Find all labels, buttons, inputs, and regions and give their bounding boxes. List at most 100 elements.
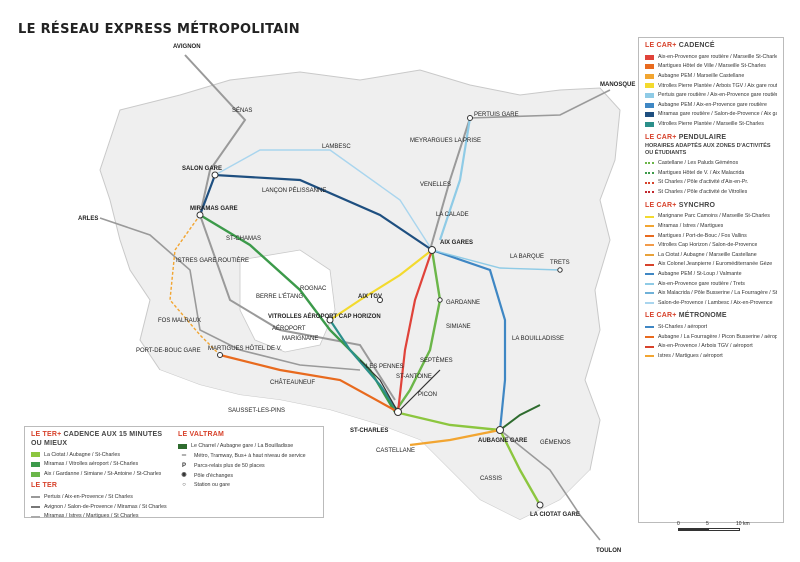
- legend-label: Aubagne PEM / Marseille Castellane: [658, 72, 745, 79]
- legend-label: Aix Colonel Jeanpierre / Euroméditerrané…: [658, 261, 773, 268]
- legend-item: Salon-de-Provence / Lambesc / Aix-en-Pro…: [645, 300, 777, 307]
- legend-swatch: [645, 54, 654, 60]
- legend-label: Aix-en-Provence gare routière / Trets: [658, 280, 745, 287]
- station-miramas[interactable]: [196, 211, 204, 219]
- legend-item: St-Charles / aéroport: [645, 324, 777, 331]
- legend-ter-title: LE TER: [31, 482, 58, 490]
- station-ciotat[interactable]: [536, 501, 544, 509]
- car-vitrolles-aix: [329, 249, 433, 321]
- label-meyrargues: MEYRARGUES LA PRISE: [410, 138, 481, 144]
- legend-swatch: [645, 73, 654, 79]
- label-aeroport: AÉROPORT: [272, 325, 306, 332]
- ter-toulon-line: [499, 429, 601, 541]
- label-venelles: VENELLES: [420, 182, 451, 188]
- legend-label: Parcs-relais plus de 50 places: [194, 462, 265, 469]
- legend-swatch: [645, 254, 654, 257]
- legend-label: Vitrolles Pierre Plantée / Marseille St-…: [658, 121, 764, 128]
- legend-item: Aubagne PEM / St-Loup / Valmante: [645, 271, 777, 278]
- legend-label: La Ciotat / Aubagne / St-Charles: [44, 451, 120, 458]
- legend-item: La Ciotat / Aubagne / St-Charles: [31, 452, 170, 459]
- legend-label: Vitrolles Pierre Plantée / Arbois TGV / …: [658, 82, 777, 89]
- station-pertuis[interactable]: [467, 115, 473, 121]
- legend-item: La Ciotat / Aubagne / Marseille Castella…: [645, 252, 777, 259]
- label-septemes: SEPTÈMES: [420, 357, 453, 364]
- label-marignane: MARIGNANE: [282, 336, 318, 342]
- label-picon: PICON: [418, 392, 437, 398]
- label-castellane: CASTELLANE: [376, 448, 415, 454]
- car-aix-trets: [431, 249, 561, 271]
- label-salon: SALON GARE: [182, 166, 222, 172]
- legend-label: Métro, Tramway, Bus+ à haut niveau de se…: [194, 453, 306, 460]
- legend-swatch: [645, 162, 654, 165]
- label-cassis: CASSIS: [480, 476, 502, 482]
- legend-label: Pertuis gare routière / Aix-en-Provence …: [658, 92, 777, 99]
- ter-pertuis-line: [429, 117, 471, 251]
- label-senas: SÉNAS: [232, 107, 252, 114]
- etang-de-berre: [239, 249, 336, 353]
- legend-metronome-title: LE CAR+ MÉTRONOME: [645, 312, 727, 320]
- legend-item: Le Charrel / Aubagne gare / La Bouilladi…: [178, 443, 317, 450]
- label-bouilladisse: LA BOUILLADISSE: [512, 336, 564, 342]
- legend-swatch: [31, 515, 40, 518]
- scale-label-0: 0: [677, 521, 680, 527]
- label-sauset: SAUSSET-LES-PINS: [228, 408, 285, 414]
- legend-swatch: [31, 461, 40, 467]
- legend-item: Aix-en-Provence / Arbois TGV / aéroport: [645, 343, 777, 350]
- legend-item: Aix Colonel Jeanpierre / Euroméditerrané…: [645, 261, 777, 268]
- label-portdebouc: PORT-DE-BOUC GARE: [136, 348, 201, 354]
- legend-label: St Charles / Pôle d'activité de Vitrolle…: [658, 188, 748, 195]
- legend-label: Aubagne / La Fourragère / Picon Busserin…: [658, 333, 777, 340]
- legend-swatch: [645, 282, 654, 285]
- legend-item: Castellane / Les Paluds Géménos: [645, 160, 777, 167]
- label-simiane: SIMIANE: [446, 324, 471, 330]
- legend-item: Vitrolles Pierre Plantée / Arbois TGV / …: [645, 83, 777, 90]
- legend-item: Aix / Gardanne / Simiane / St-Antoine / …: [31, 471, 170, 478]
- legend-item: Aubagne / La Fourragère / Picon Busserin…: [645, 334, 777, 341]
- legend-item: St Charles / Pôle d'activité de Vitrolle…: [645, 189, 777, 196]
- legend-item: St Charles / Pôle d'activité d'Aix-en-Pr…: [645, 179, 777, 186]
- legend-swatch: [645, 64, 654, 70]
- legend-pendulaire: LE CAR+ PENDULAIRE HORAIRES ADAPTÉS AUX …: [645, 134, 777, 196]
- legend-pendulaire-subtitle: HORAIRES ADAPTÉS AUX ZONES D'ACTIVITÉS O…: [645, 143, 771, 157]
- station-martigues[interactable]: [217, 352, 223, 358]
- station-trets[interactable]: [557, 267, 563, 273]
- legend-label: Istres / Martigues / aéroport: [658, 352, 723, 359]
- label-toulon: TOULON: [596, 548, 621, 554]
- legend-label: Miramas / Vitrolles aéroport / St-Charle…: [44, 461, 139, 468]
- station-aix[interactable]: [428, 246, 436, 254]
- label-stchamas: ST-CHAMAS: [226, 236, 261, 242]
- station-vitrolles[interactable]: [326, 316, 334, 324]
- legend-item: Aubagne PEM / Marseille Castellane: [645, 73, 777, 80]
- legend-swatch: [645, 355, 654, 358]
- label-aix: AIX GARES: [440, 240, 473, 246]
- station-aixtgv[interactable]: [377, 297, 383, 303]
- legend-swatch: [645, 112, 654, 118]
- legend-ter: LE TER+ CADENCE AUX 15 MINUTES OU MIEUX …: [24, 426, 324, 519]
- car-salon-aix: [214, 149, 433, 251]
- legend-label: Station ou gare: [194, 482, 230, 489]
- label-pennes: LES PENNES: [366, 364, 404, 370]
- legend-label: Pôle d'échanges: [194, 472, 234, 479]
- station-aubagne[interactable]: [496, 426, 504, 434]
- scale-label-10: 10 km: [736, 521, 750, 527]
- label-stcharles: ST-CHARLES: [350, 428, 388, 434]
- legend-swatch: [645, 234, 654, 237]
- legend-label: Aix-en-Provence / Arbois TGV / aéroport: [658, 343, 753, 350]
- legend-label: La Ciotat / Aubagne / Marseille Castella…: [658, 251, 757, 258]
- label-rognac: ROGNAC: [300, 286, 327, 292]
- legend-cadence: LE CAR+ CADENCÉ Aix-en-Provence gare rou…: [645, 42, 777, 128]
- legend-swatch: [645, 273, 654, 276]
- legend-synchro-title: LE CAR+ SYNCHRO: [645, 201, 716, 209]
- legend-item: Miramas / Istres / Martigues: [645, 223, 777, 230]
- legend-swatch: [645, 326, 654, 329]
- station-stcharles[interactable]: [394, 408, 402, 416]
- legend-ter-plus-title: LE TER+ CADENCE AUX 15 MINUTES OU MIEUX: [31, 431, 163, 447]
- legend-symbol: ═Métro, Tramway, Bus+ à haut niveau de s…: [178, 453, 317, 460]
- legend-label: Miramas / Istres / Martigues: [658, 222, 724, 229]
- legend-swatch: [645, 215, 654, 218]
- legend-swatch: [31, 452, 40, 458]
- legend-swatch: [645, 92, 654, 98]
- station-gardanne[interactable]: [437, 297, 443, 303]
- legend-swatch: [645, 181, 654, 184]
- station-salon[interactable]: [211, 171, 219, 179]
